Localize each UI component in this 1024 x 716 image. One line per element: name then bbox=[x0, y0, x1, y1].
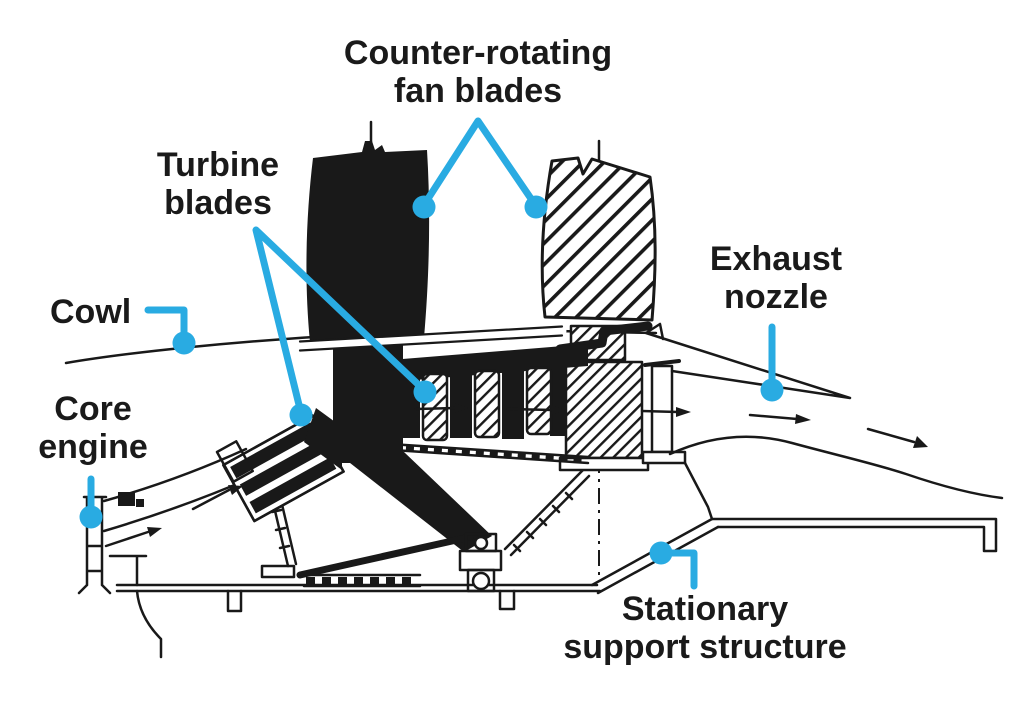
label-line: Core bbox=[54, 390, 132, 428]
callout-dot-stationary bbox=[649, 541, 673, 565]
label-line: fan blades bbox=[393, 72, 563, 111]
exhaust-plug-curve bbox=[668, 435, 1004, 500]
label-turbine-blades: Turbine blades bbox=[130, 146, 306, 223]
label-counter-rotating-fan-blades: Counter-rotating fan blades bbox=[297, 34, 659, 111]
leader-turbine-blades bbox=[252, 226, 428, 417]
label-line: Exhaust bbox=[709, 240, 843, 278]
callout-dot-turbine-left bbox=[289, 403, 313, 427]
leader-cowl bbox=[144, 306, 188, 344]
forward-fan-blade bbox=[306, 141, 430, 342]
label-line: Counter-rotating bbox=[343, 34, 613, 72]
label-stationary-support-structure: Stationary support structure bbox=[543, 590, 867, 667]
flow-arrows bbox=[104, 403, 928, 548]
nozzle-support-post bbox=[641, 359, 714, 521]
label-line: blades bbox=[164, 184, 272, 223]
label-line: Turbine bbox=[156, 146, 280, 184]
engine-linework bbox=[64, 120, 1004, 659]
callout-dot-forward-fan bbox=[412, 195, 436, 219]
callout-dots bbox=[79, 195, 784, 565]
callout-dot-core-engine bbox=[79, 505, 103, 529]
label-cowl: Cowl bbox=[50, 293, 170, 331]
inlet-duct-upper-wall bbox=[102, 447, 248, 503]
core-turbine-cascade bbox=[215, 408, 345, 523]
label-line: engine bbox=[38, 428, 148, 467]
label-line: Stationary bbox=[621, 590, 789, 628]
forward-fan-root bbox=[333, 345, 403, 463]
drive-shaft-and-bearing bbox=[296, 452, 591, 593]
label-core-engine: Core engine bbox=[26, 390, 160, 467]
callout-dot-cowl bbox=[172, 331, 196, 355]
exhaust-nozzle-lines bbox=[644, 322, 852, 400]
label-exhaust-nozzle: Exhaust nozzle bbox=[690, 240, 862, 317]
aft-fan-blade bbox=[540, 156, 657, 322]
turbine-blade-row bbox=[378, 344, 590, 465]
label-line: Cowl bbox=[50, 293, 132, 331]
hub-surface-band bbox=[295, 325, 567, 352]
lower-frame bbox=[108, 477, 602, 659]
label-line: support structure bbox=[563, 628, 847, 667]
callout-dot-turbine-right bbox=[413, 380, 437, 404]
label-line: nozzle bbox=[724, 278, 828, 317]
callout-dot-exhaust-nozzle bbox=[760, 378, 784, 402]
callout-dot-aft-fan bbox=[524, 195, 548, 219]
leader-counter-rotating bbox=[420, 117, 540, 210]
